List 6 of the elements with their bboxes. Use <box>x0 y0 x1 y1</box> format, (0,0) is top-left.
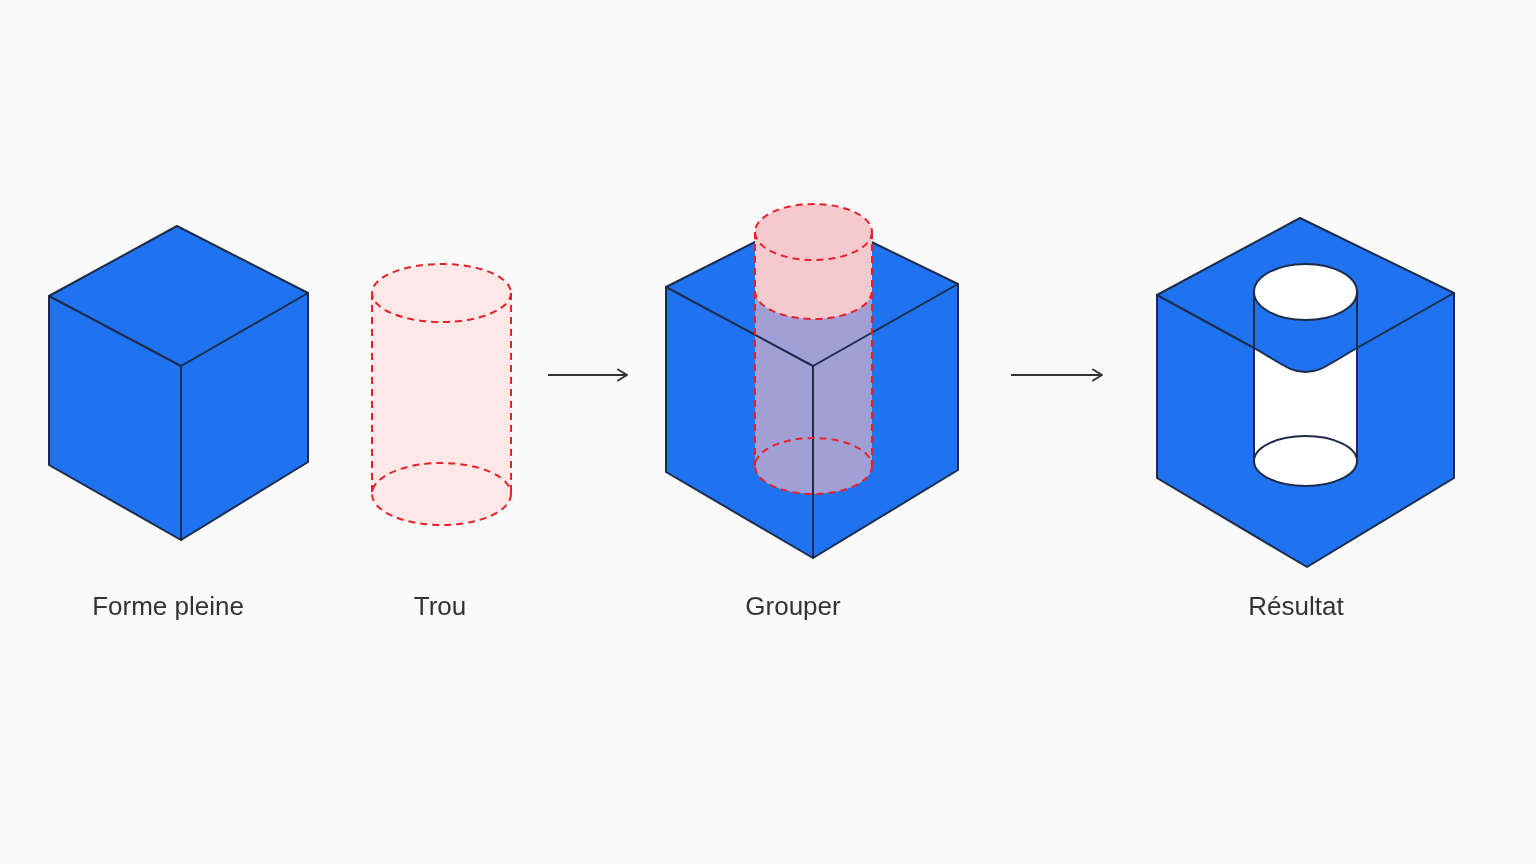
node-label: Grouper <box>745 590 841 622</box>
node-label: Trou <box>413 590 467 622</box>
arrow <box>1010 368 1103 382</box>
node-label: Forme pleine <box>92 590 244 622</box>
arrow <box>547 368 628 382</box>
node-label: Résultat <box>1248 590 1344 622</box>
